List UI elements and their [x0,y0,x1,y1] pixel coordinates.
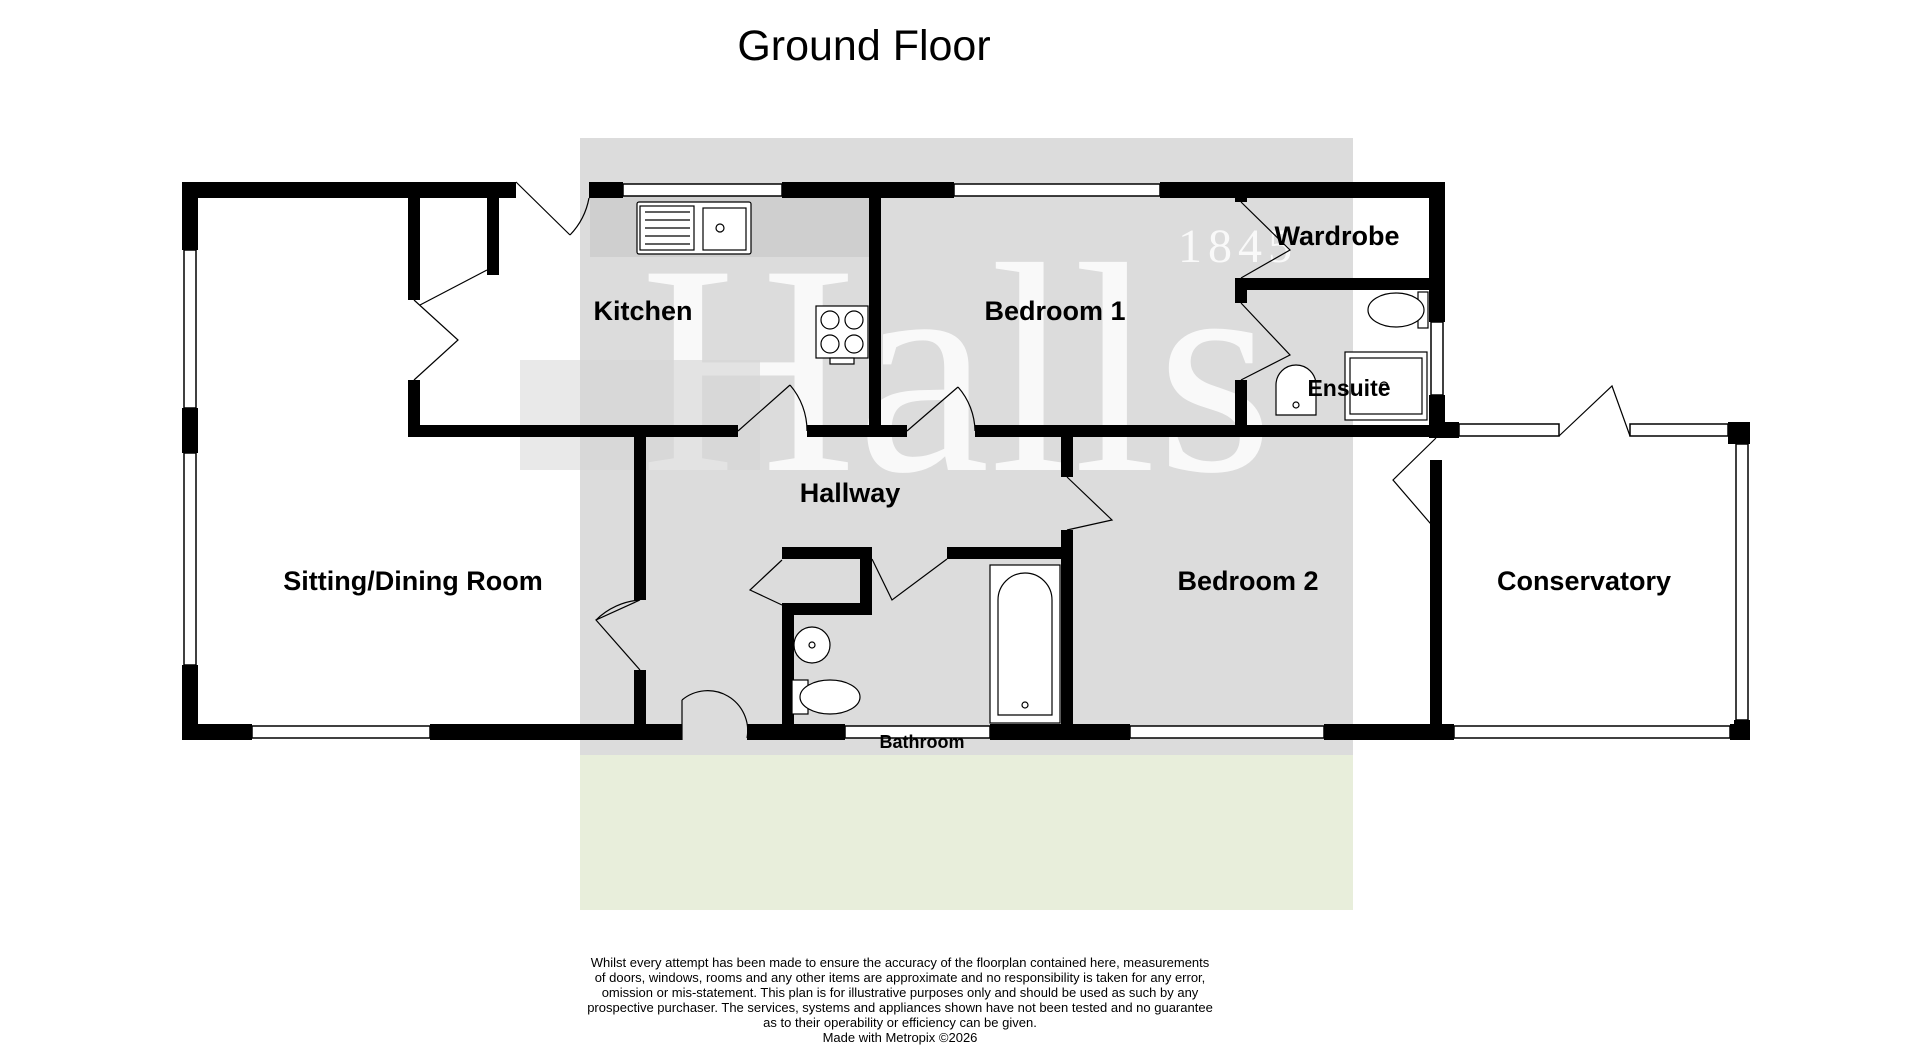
cupboard-diagonal [419,269,488,306]
room-label-conservatory: Conservatory [1497,566,1671,596]
disclaimer-line: as to their operability or efficiency ca… [763,1015,1037,1030]
window-conservatory-right [1735,443,1749,721]
room-label-bedroom1: Bedroom 1 [984,296,1125,326]
room-label-bathroom: Bathroom [880,732,965,752]
door-conservatory-external [1558,384,1631,437]
ensuite-toilet-icon [1367,291,1429,329]
disclaimer-line: omission or mis-statement. This plan is … [601,985,1199,1000]
window-kitchen [622,183,783,197]
room-label-wardrobe: Wardrobe [1274,221,1399,251]
room-label-ensuite: Ensuite [1307,375,1390,401]
door-sitting-room [595,599,641,671]
disclaimer-line: prospective purchaser. The services, sys… [587,1000,1213,1015]
disclaimer: Whilst every attempt has been made to en… [560,955,1240,1045]
walls [182,182,1750,740]
ensuite-shower-icon [1344,351,1428,421]
bath-icon [989,564,1061,724]
window-sitting-upper [183,249,197,409]
door-bathroom [871,558,948,601]
window-bathroom [844,725,991,739]
door-bedroom2 [1066,476,1114,531]
door-front [681,690,749,740]
doors [413,181,1631,740]
windows [183,183,1749,739]
window-bedroom2 [1129,725,1325,739]
garden-area [580,755,1353,910]
ensuite-basin-icon [1275,364,1317,416]
room-label-hallway: Hallway [800,478,901,508]
watermark-year: 1845 [1178,220,1298,273]
wc-toilet-icon [791,679,861,715]
door-cupboard [413,299,459,381]
window-bedroom1 [953,183,1161,197]
window-conservatory-bottom [1453,725,1731,739]
disclaimer-line: of doors, windows, rooms and any other i… [594,970,1206,985]
door-ensuite [1240,302,1291,381]
door-kitchen [737,384,808,432]
room-label-kitchen: Kitchen [593,296,692,326]
window-ensuite [1430,321,1444,396]
window-sitting-bottom [251,725,431,739]
room-label-bedroom2: Bedroom 2 [1177,566,1318,596]
halls-watermark: Halls 1845 [520,203,1298,535]
hob-icon [815,305,869,365]
floor-title: Ground Floor [737,22,991,70]
window-conservatory-top-right [1629,423,1729,437]
door-kitchen-external [515,181,590,236]
disclaimer-line: Whilst every attempt has been made to en… [590,955,1210,970]
floor-plan: Halls 1845 [182,138,1750,910]
wc-basin-icon [793,626,831,664]
door-conservatory-internal [1392,437,1437,531]
door-bedroom1 [906,386,976,432]
room-label-sitting-dining: Sitting/Dining Room [283,566,542,596]
door-wc [748,559,783,606]
window-conservatory-top-left [1458,423,1560,437]
window-sitting-lower [183,452,197,666]
door-wardrobe [1240,201,1291,279]
sink-icon [636,201,752,255]
fixtures [636,201,1429,724]
metropix-credit: Made with Metropix ©2026 [822,1030,978,1045]
